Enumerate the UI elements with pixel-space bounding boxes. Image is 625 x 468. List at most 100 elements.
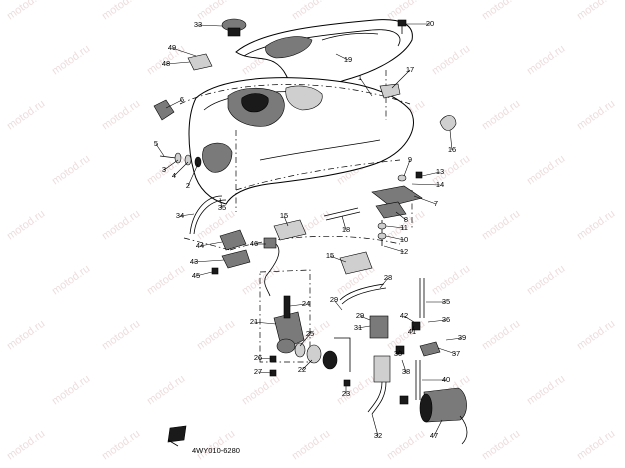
part-label-19: 19 [344, 55, 352, 64]
part-label-33: 33 [194, 20, 202, 29]
part-label-48: 48 [162, 59, 170, 68]
part-label-36: 36 [442, 315, 450, 324]
leader-line-48 [165, 61, 191, 65]
leader-line-38 [401, 359, 407, 373]
watermark-text: motod.ru [480, 318, 522, 353]
part-label-49: 49 [168, 43, 176, 52]
leader-line-27 [257, 371, 273, 374]
watermark-text: motod.ru [5, 208, 47, 243]
leader-line-6 [165, 99, 183, 109]
watermark-text: motod.ru [575, 0, 617, 22]
watermark-text: motod.ru [480, 428, 522, 463]
watermark-text: motod.ru [480, 0, 522, 22]
leader-line-42 [403, 315, 415, 323]
leader-line-31 [357, 325, 371, 329]
part-label-26: 26 [254, 353, 262, 362]
leader-line-18 [341, 215, 347, 231]
part-label-38: 38 [402, 367, 410, 376]
leader-line-26 [257, 357, 273, 360]
part-label-25: 25 [306, 329, 314, 338]
watermark-text: motod.ru [100, 0, 142, 22]
leader-line-29 [333, 299, 343, 311]
part-label-5: 5 [154, 139, 158, 148]
part-label-12: 12 [400, 247, 408, 256]
part-label-23: 23 [342, 389, 350, 398]
bolt-stack-left [159, 152, 202, 168]
leader-line-4 [173, 161, 189, 177]
leader-line-22 [301, 359, 313, 371]
watermark-text: motod.ru [290, 428, 332, 463]
watermark-text: motod.ru [385, 0, 427, 22]
leader-line-12 [383, 245, 405, 253]
part-label-35: 35 [442, 297, 450, 306]
part-label-29: 29 [356, 311, 364, 320]
fuel-cock-group [259, 269, 351, 387]
part-label-2: 2 [186, 181, 190, 190]
leader-line-14 [411, 183, 441, 186]
leader-line-3 [163, 159, 179, 171]
diagram-code: 4WY010-6280 [192, 446, 240, 455]
watermark-text: motod.ru [385, 428, 427, 463]
watermark-text: motod.ru [240, 263, 282, 298]
part-label-47: 47 [430, 431, 438, 440]
fuel-pump [419, 387, 468, 445]
screw-part-20 [397, 19, 407, 34]
part-label-13: 13 [436, 167, 444, 176]
part-label-3: 3 [162, 165, 166, 174]
part-label-8: 8 [404, 215, 408, 224]
watermark-text: motod.ru [100, 98, 142, 133]
leader-line-37 [437, 347, 457, 355]
leader-line-43 [193, 259, 225, 263]
part-label-43: 43 [190, 257, 198, 266]
watermark-text: motod.ru [525, 153, 567, 188]
part-label-29: 29 [330, 295, 338, 304]
part-label-31: 31 [354, 323, 362, 332]
part-number-labels: 1234567891011121314151516171819202122232… [154, 19, 466, 440]
leader-line-39 [445, 337, 463, 341]
part-label-42: 42 [400, 311, 408, 320]
watermark-text: motod.ru [575, 208, 617, 243]
part-label-21: 21 [250, 317, 258, 326]
watermark-text: motod.ru [525, 373, 567, 408]
part-label-28: 28 [384, 273, 392, 282]
watermark-text: motod.ru [100, 428, 142, 463]
part-label-14: 14 [436, 180, 444, 189]
fuel-cap-part [221, 18, 247, 37]
watermark-text: motod.ru [195, 318, 237, 353]
watermark-text: motod.ru [100, 208, 142, 243]
part-label-44: 44 [196, 241, 204, 250]
watermark-text: motod.ru [525, 263, 567, 298]
leader-line-17 [391, 69, 411, 89]
part-label-7: 7 [434, 199, 438, 208]
part-label-22: 22 [298, 365, 306, 374]
connector-part [263, 237, 280, 297]
leader-line-41 [411, 325, 415, 333]
leader-line-13 [421, 171, 441, 177]
leader-line-19 [335, 53, 349, 61]
part-label-24: 24 [302, 299, 310, 308]
leader-line-15 [329, 255, 347, 263]
leader-line-11 [385, 225, 405, 229]
watermark-text: motod.ru [5, 98, 47, 133]
watermark-text: motod.ru [575, 428, 617, 463]
assembly-guides [183, 70, 413, 251]
tank-cover-upper [235, 19, 413, 105]
leader-line-16 [449, 129, 453, 151]
part-label-9: 9 [408, 155, 412, 164]
leader-line-24 [289, 303, 307, 307]
watermark-text: motod.ru [5, 428, 47, 463]
part-label-11: 11 [400, 223, 408, 232]
watermark-text: motod.ru [145, 263, 187, 298]
leader-line-15 [283, 215, 289, 227]
watermark-text: motod.ru [145, 373, 187, 408]
watermark-text: motod.ru [480, 208, 522, 243]
watermark-text: motod.ru [430, 263, 472, 298]
part-label-16: 16 [448, 145, 456, 154]
breather-tube [189, 195, 227, 235]
part-label-18: 18 [342, 225, 350, 234]
leader-line-28 [379, 277, 389, 289]
leader-line-10 [385, 235, 405, 241]
lower-left-bracket [211, 229, 251, 275]
part-label-20: 20 [426, 19, 434, 28]
leader-line-5 [155, 143, 165, 157]
